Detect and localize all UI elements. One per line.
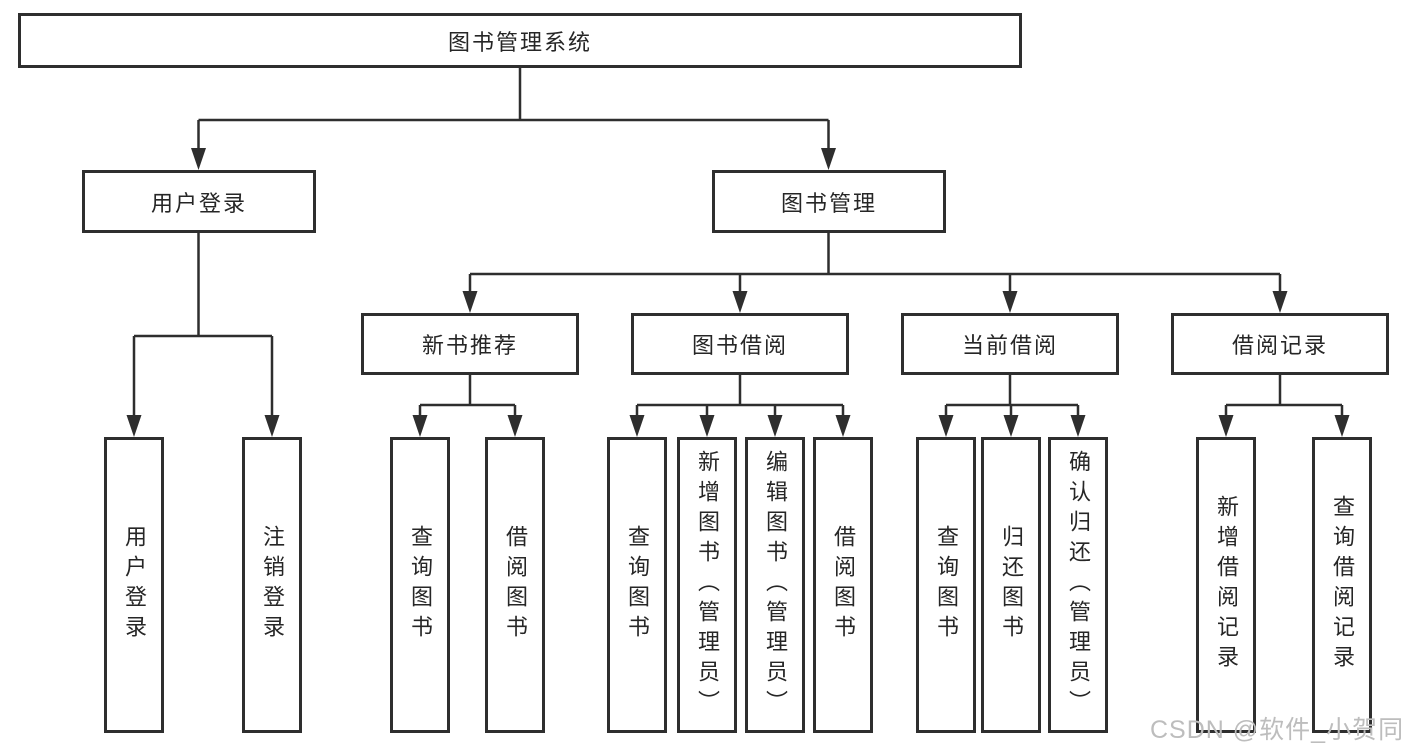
node-borrow-records-label: 借阅记录	[1231, 333, 1328, 358]
leaf-query-books-current-label: 查询图书	[934, 525, 959, 645]
leaf-add-book-admin-label: 新增图书（管理员）	[695, 450, 720, 720]
leaf-query-borrow-record: 查询借阅记录	[1312, 437, 1372, 733]
leaf-query-books-borrow-label: 查询图书	[625, 525, 650, 645]
node-current-borrow: 当前借阅	[901, 313, 1119, 375]
leaf-borrow-books: 借阅图书	[813, 437, 873, 733]
leaf-borrow-books-recommend: 借阅图书	[485, 437, 545, 733]
leaf-add-book-admin: 新增图书（管理员）	[677, 437, 737, 733]
leaf-user-login: 用户登录	[104, 437, 164, 733]
leaf-return-book-label: 归还图书	[999, 525, 1024, 645]
leaf-edit-book-admin: 编辑图书（管理员）	[745, 437, 805, 733]
leaf-borrow-books-label: 借阅图书	[831, 525, 856, 645]
leaf-user-login-label: 用户登录	[122, 525, 147, 645]
node-root-label: 图书管理系统	[447, 29, 592, 55]
leaf-query-books-recommend-label: 查询图书	[408, 525, 433, 645]
leaf-logout: 注销登录	[242, 437, 302, 733]
leaf-query-borrow-record-label: 查询借阅记录	[1330, 495, 1355, 675]
node-borrow-records: 借阅记录	[1171, 313, 1389, 375]
node-book-borrow-label: 图书借阅	[691, 333, 788, 358]
leaf-add-borrow-record: 新增借阅记录	[1196, 437, 1256, 733]
leaf-query-books-current: 查询图书	[916, 437, 976, 733]
watermark: CSDN @软件_小贺同学	[1150, 716, 1405, 744]
node-root: 图书管理系统	[18, 13, 1022, 68]
node-new-book-recommend-label: 新书推荐	[421, 333, 518, 358]
node-book-management-label: 图书管理	[780, 190, 877, 216]
node-new-book-recommend: 新书推荐	[361, 313, 579, 375]
leaf-query-books-recommend: 查询图书	[390, 437, 450, 733]
leaf-query-books-borrow: 查询图书	[607, 437, 667, 733]
leaf-return-book: 归还图书	[981, 437, 1041, 733]
leaf-confirm-return-admin: 确认归还（管理员）	[1048, 437, 1108, 733]
leaf-edit-book-admin-label: 编辑图书（管理员）	[763, 450, 788, 720]
node-user-login-label: 用户登录	[150, 190, 247, 216]
node-book-management: 图书管理	[712, 170, 946, 233]
leaf-logout-label: 注销登录	[260, 525, 285, 645]
node-book-borrow: 图书借阅	[631, 313, 849, 375]
node-current-borrow-label: 当前借阅	[961, 333, 1058, 358]
node-user-login: 用户登录	[82, 170, 316, 233]
arrowheads	[126, 148, 1350, 437]
leaf-borrow-books-recommend-label: 借阅图书	[503, 525, 528, 645]
connector-lines	[132, 66, 1344, 419]
leaf-add-borrow-record-label: 新增借阅记录	[1214, 495, 1239, 675]
leaf-confirm-return-admin-label: 确认归还（管理员）	[1066, 450, 1091, 720]
